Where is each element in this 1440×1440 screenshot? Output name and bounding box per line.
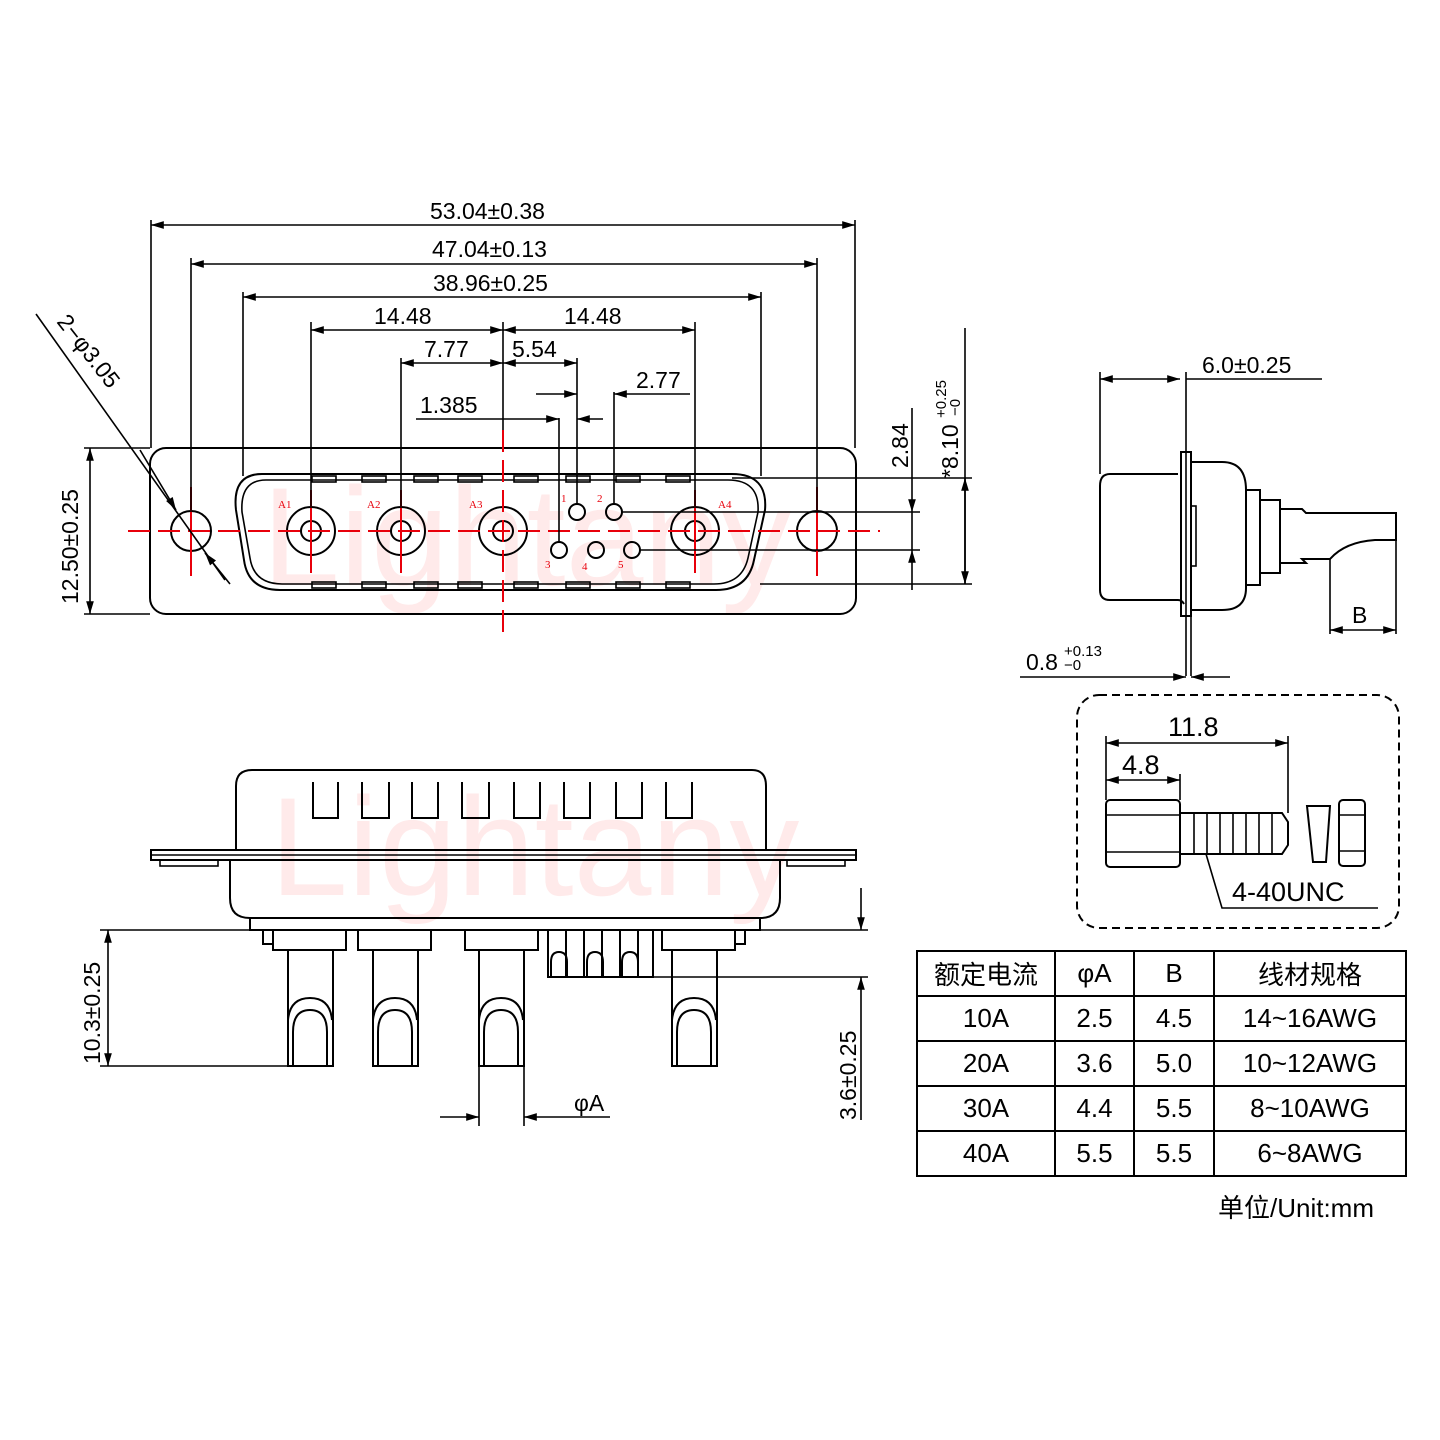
dim-b: B	[1352, 602, 1367, 628]
dim-screw-overall: 11.8	[1168, 712, 1219, 742]
shell-slots	[311, 475, 691, 589]
power-pin-bases	[262, 929, 746, 951]
dim-signal-length: 3.6±0.25	[835, 1031, 861, 1120]
dim-mount-hole-spacing: 47.04±0.13	[432, 236, 547, 262]
svg-text:0.8: 0.8	[1026, 649, 1058, 675]
threaded-shank	[1180, 812, 1289, 855]
bottom-dimension-lines	[100, 888, 868, 1126]
front-view: A1 A2 A3 A4 1 2 3 4 5	[35, 198, 972, 632]
svg-text:+0.13: +0.13	[1064, 643, 1102, 660]
pin-label-a1: A1	[278, 499, 291, 511]
dim-overall-width: 53.04±0.38	[430, 198, 545, 224]
header-wire-gauge: 线材规格	[1213, 950, 1407, 997]
dim-a1-a3: 14.48	[374, 303, 432, 329]
side-front-shell	[1099, 473, 1185, 605]
dim-signal-pitch: 2.77	[636, 367, 681, 393]
dim-flange-height: 12.50±0.25	[57, 489, 83, 604]
dim-flange-thickness: 0.8 +0.13 −0	[1026, 643, 1102, 675]
screw-detail: 11.8 4.8 4-40UNC	[1076, 694, 1400, 929]
pin-label-a2: A2	[367, 499, 380, 511]
hex-standoff	[1105, 799, 1181, 868]
unit-note: 单位/Unit:mm	[1218, 1193, 1375, 1223]
dim-shell-height: *8.10 +0.25 −0	[933, 380, 964, 478]
pin-label-a4: A4	[718, 499, 732, 511]
detail-frame	[1076, 694, 1400, 929]
lock-washer	[1305, 805, 1332, 863]
hex-nut	[1338, 799, 1366, 867]
d-shell-outer	[234, 473, 767, 591]
pin-label-a3: A3	[469, 499, 483, 511]
bottom-view: 10.3±0.25 3.6±0.25 φA	[79, 769, 868, 1126]
dim-a3-a4: 14.48	[564, 303, 622, 329]
dim-row-offset: 2.84	[887, 423, 913, 468]
header-phi-a: φA	[1054, 950, 1135, 997]
pin-label-4: 4	[582, 561, 588, 573]
power-pins	[287, 949, 718, 1067]
side-view: 6.0±0.25 B 0.8 +0.13 −0	[1020, 352, 1397, 681]
dim-pin-diameter: φA	[574, 1090, 605, 1116]
pin-label-5: 5	[618, 559, 624, 571]
front-shell-profile	[235, 769, 767, 850]
thread-spec: 4-40UNC	[1232, 877, 1345, 907]
pin-label-3: 3	[545, 559, 551, 571]
signal-pins	[547, 929, 654, 978]
header-rated-current: 额定电流	[916, 950, 1056, 997]
side-rear-shell	[1191, 461, 1247, 611]
svg-text:−0: −0	[947, 399, 964, 416]
dim-signal-half-pitch: 1.385	[420, 392, 478, 418]
dim-hex-length: 4.8	[1122, 750, 1160, 780]
header-b: B	[1133, 950, 1215, 997]
pin-label-1: 1	[561, 493, 567, 505]
dim-a2-a3: 7.77	[424, 336, 469, 362]
d-shell-inner	[241, 479, 759, 585]
dim-shell-width: 38.96±0.25	[433, 270, 548, 296]
watermark-bottom: Lightany	[270, 768, 799, 925]
dim-pin-length: 10.3±0.25	[79, 962, 105, 1064]
dimension-lines	[35, 221, 969, 614]
pin-label-2: 2	[597, 493, 603, 505]
svg-text:*8.10: *8.10	[937, 424, 963, 478]
svg-text:−0: −0	[1064, 657, 1081, 674]
svg-text:+0.25: +0.25	[933, 380, 950, 418]
extension-lines	[84, 220, 972, 615]
dim-depth: 6.0±0.25	[1202, 352, 1291, 378]
shell-grooves	[312, 782, 693, 819]
table-header-row: 额定电流 φA B 线材规格	[916, 950, 1407, 997]
dim-a3-pin: 5.54	[512, 336, 557, 362]
